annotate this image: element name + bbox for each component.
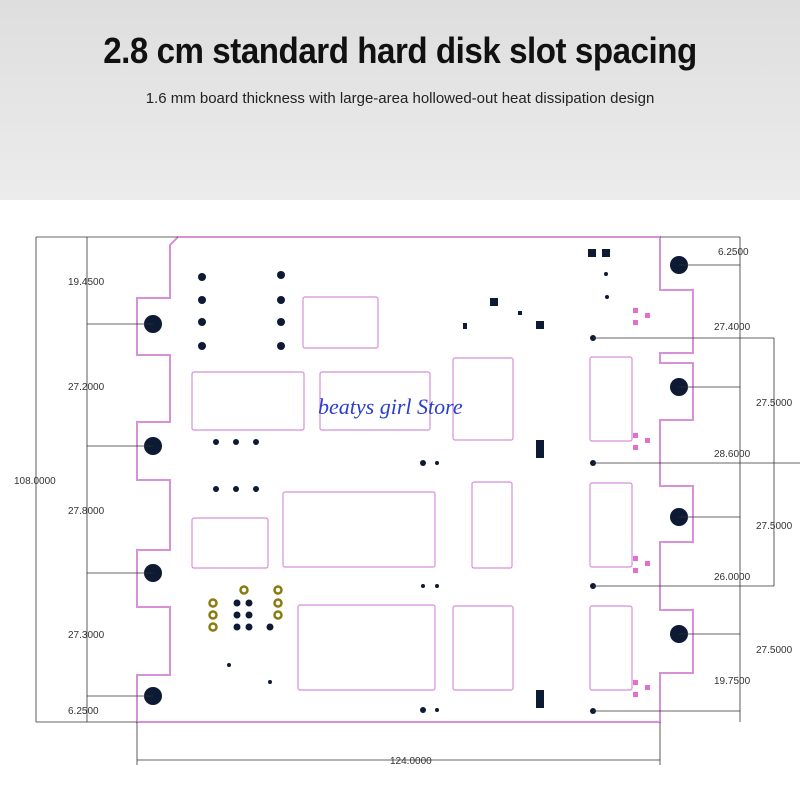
dim-left-4: 27.3000 <box>68 630 105 641</box>
dim-left-3: 27.8000 <box>68 506 105 517</box>
pcb-diagram: 19.4500 27.2000 27.8000 27.3000 6.2500 1… <box>14 236 800 767</box>
pin-headers-dark <box>233 599 274 631</box>
dim-right-4: 26.0000 <box>714 572 751 583</box>
dimension-lines <box>35 236 800 765</box>
dim-right-outer-3: 27.5000 <box>756 645 793 656</box>
smd-marks <box>213 249 610 714</box>
dim-right-outer-2: 27.5000 <box>756 521 793 532</box>
dimension-labels: 19.4500 27.2000 27.8000 27.3000 6.2500 1… <box>14 247 793 767</box>
dim-right-3: 28.6000 <box>714 449 751 460</box>
dim-left-1: 19.4500 <box>68 277 105 288</box>
header-banner: 2.8 cm standard hard disk slot spacing 1… <box>0 0 800 200</box>
dim-total-width: 124.0000 <box>390 756 432 767</box>
dim-right-outer-1: 27.5000 <box>756 398 793 409</box>
page-subtitle: 1.6 mm board thickness with large-area h… <box>145 90 655 107</box>
pad-group <box>198 271 285 350</box>
dim-left-2: 27.2000 <box>68 382 105 393</box>
pin-headers <box>208 585 283 632</box>
store-watermark: beatys girl Store <box>318 394 463 419</box>
dim-total-height: 108.0000 <box>14 476 56 487</box>
component-footprints <box>191 296 633 691</box>
dim-right-5: 19.7500 <box>714 676 751 687</box>
dim-right-1: 6.2500 <box>718 247 749 258</box>
page-title: 2.8 cm standard hard disk slot spacing <box>103 30 697 71</box>
dim-left-5: 6.2500 <box>68 706 99 717</box>
dim-right-2: 27.4000 <box>714 322 751 333</box>
pink-pads <box>633 308 650 697</box>
